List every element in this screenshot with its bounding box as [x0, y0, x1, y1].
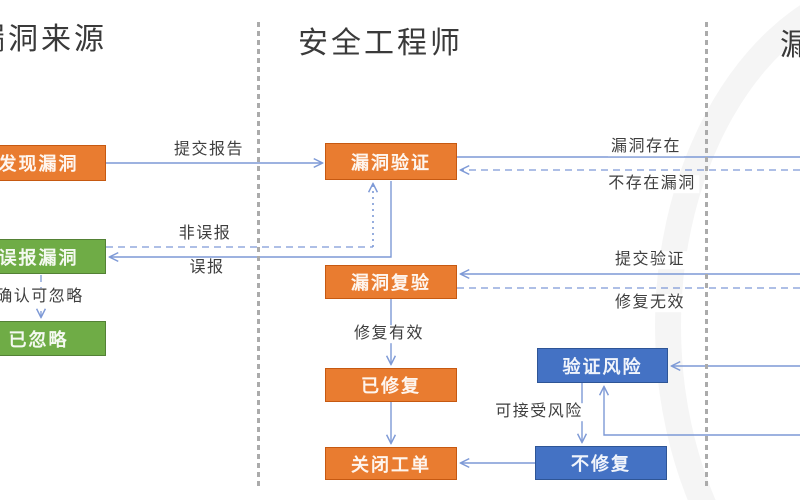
label-misreport: 误报	[186, 259, 228, 277]
lane-header: 漏	[780, 29, 800, 62]
node-vuln-recheck: 漏洞复验	[325, 265, 457, 299]
label-submit-report: 提交报告	[170, 141, 248, 159]
label-fix-invalid: 修复无效	[611, 294, 689, 312]
node-close-ticket: 关闭工单	[325, 447, 457, 480]
lane-divider	[705, 22, 708, 488]
label-vuln-exists: 漏洞存在	[607, 138, 685, 156]
lane-divider	[257, 22, 260, 488]
label-confirm-ignore: 确认可忽略	[0, 288, 87, 306]
label-fix-valid: 修复有效	[350, 325, 428, 343]
label-accept-risk: 可接受风险	[492, 403, 586, 421]
node-fixed: 已修复	[325, 368, 457, 402]
node-no-fix: 不修复	[535, 446, 667, 480]
label-vuln-not-exists: 不存在漏洞	[605, 175, 699, 193]
background-watermark-arc	[655, 0, 800, 500]
node-discover-vuln: 发现漏洞	[0, 145, 106, 181]
edge-misreport	[110, 181, 392, 257]
node-verify-risk: 验证风险	[537, 348, 668, 383]
node-vuln-verify: 漏洞验证	[325, 143, 457, 180]
label-submit-verify: 提交验证	[611, 251, 689, 269]
lane-header: 漏洞来源	[0, 23, 107, 56]
node-ignored: 已忽略	[0, 321, 106, 356]
label-not-misreport: 非误报	[175, 225, 235, 243]
edge-up-into-risk	[604, 387, 800, 436]
node-false-report: 误报漏洞	[0, 239, 106, 274]
lane-header: 安全工程师	[298, 27, 463, 60]
